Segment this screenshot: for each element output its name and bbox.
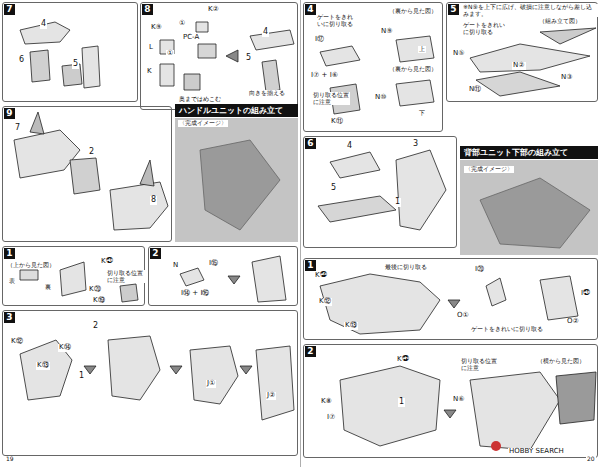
part-label: N⑪ — [468, 86, 482, 94]
step-panel: 9 — [2, 106, 172, 242]
step-panel: 7 — [2, 2, 138, 102]
part-label: I⑳ — [474, 266, 485, 274]
step-number: 2 — [150, 248, 161, 259]
callout-number: 8 — [150, 196, 157, 205]
step-panel: 6 — [303, 136, 457, 248]
part-label: 裏 — [44, 284, 52, 291]
part-label: I⑰ — [314, 36, 325, 44]
part-label: 切り取る位置に注意 — [460, 358, 500, 371]
part-label: O② — [566, 318, 580, 326]
part-label: N — [172, 262, 179, 270]
step-number: 3 — [4, 312, 15, 323]
part-label: N③ — [560, 74, 574, 82]
part-label: O① — [456, 312, 470, 320]
part-label: N⑨ — [380, 28, 394, 36]
part-label: 上 — [418, 46, 426, 53]
part-label: I⑦ — [326, 414, 336, 422]
section-title: 背部ユニット下部の組み立て — [464, 148, 568, 157]
section-header: ハンドルユニットの組み立て — [175, 104, 298, 117]
callout-number: 4 — [262, 28, 269, 37]
part-label: PC-A — [182, 34, 200, 42]
callout-number: 4 — [40, 20, 47, 29]
callout-number: 3 — [412, 140, 419, 149]
part-label: （裏から見た図） — [388, 66, 438, 73]
part-label: （上から見た図） — [6, 262, 56, 269]
part-label: K㉔ — [314, 272, 328, 280]
step-panel: 3 — [2, 310, 298, 456]
section-header: 背部ユニット下部の組み立て — [460, 146, 598, 159]
part-label: ゲートをきれいに切り取る — [316, 14, 358, 27]
callout-number: 4 — [346, 142, 353, 151]
part-label: K — [146, 68, 153, 76]
part-label: K⑭ — [58, 344, 72, 352]
part-label: 20 — [586, 456, 596, 463]
callout-number: 5 — [72, 60, 79, 69]
step-panel: 2 — [148, 246, 298, 306]
part-label: HOBBY SEARCH — [508, 448, 565, 456]
part-label: N⑥ — [452, 396, 466, 404]
part-label: K⑧ — [320, 398, 333, 406]
part-label: I㉑ — [580, 290, 591, 298]
step-number: 5 — [448, 4, 459, 15]
part-label: ① — [166, 50, 174, 58]
step-number: 1 — [305, 260, 316, 271]
callout-number: 1 — [394, 198, 401, 207]
part-label: （組み立て図） — [538, 18, 582, 25]
part-label: 〈完成イメージ〉 — [464, 166, 514, 173]
part-label: N⑩ — [374, 94, 388, 102]
step-number: 9 — [4, 108, 15, 119]
part-label: J② — [266, 392, 276, 400]
callout-number: 2 — [88, 148, 95, 157]
part-label: 切り取る位置に注意 — [106, 270, 146, 283]
part-label: 奥まではめこむ — [178, 96, 222, 103]
callout-number: 5 — [245, 54, 252, 63]
part-label: I⑭ + I⑯ — [180, 290, 210, 298]
part-label: K⑬ — [36, 362, 50, 370]
step-number: 8 — [142, 4, 153, 15]
part-label: ゲートをきれいに切り取る — [462, 22, 506, 35]
part-label: 下 — [418, 110, 426, 117]
part-label: L — [148, 44, 154, 52]
step-number: 7 — [4, 4, 15, 15]
part-label: （裏から見た図） — [388, 8, 438, 15]
part-label: N⑤ — [452, 50, 466, 58]
part-label: K⑨ — [150, 24, 163, 32]
callout-number: 1 — [78, 372, 85, 381]
callout-number: 2 — [92, 322, 99, 331]
callout-number: 6 — [18, 56, 25, 65]
part-label: K⑫ — [10, 338, 24, 346]
part-label: K⑲ — [92, 297, 106, 305]
part-label: 表 — [8, 278, 16, 285]
part-label: ① — [178, 20, 186, 28]
step-number: 2 — [305, 346, 316, 357]
part-label: K② — [207, 6, 220, 14]
callout-number: 7 — [14, 124, 21, 133]
part-label: 向きを揃える — [248, 90, 286, 97]
step-number: 6 — [305, 138, 316, 149]
part-label: I⑮ — [208, 260, 219, 268]
step-number: 1 — [4, 248, 15, 259]
part-label: N② — [512, 62, 526, 70]
part-label: ※N⑨を上下に広げ、破損に注意しながら差し込みます。 — [462, 4, 598, 17]
part-label: K㉓ — [396, 356, 410, 364]
part-label: 切り取る位置に注意 — [312, 92, 350, 105]
callout-number: 5 — [330, 184, 337, 193]
step-number: 4 — [305, 4, 316, 15]
part-label: I⑦ + I⑥ — [310, 72, 339, 80]
section-title: ハンドルユニットの組み立て — [179, 106, 283, 115]
part-label: K⑪ — [330, 118, 344, 126]
part-label: 19 — [5, 456, 15, 463]
part-label: K㉑ — [100, 258, 114, 266]
part-label: K⑫ — [318, 298, 332, 306]
part-label: （横から見た図） — [536, 358, 586, 365]
part-label: J① — [206, 380, 216, 388]
part-label: K⑳ — [88, 286, 102, 294]
part-label: 〈完成イメージ〉 — [178, 120, 228, 127]
part-label: K⑬ — [344, 322, 358, 330]
part-label: 最後に切り取る — [384, 264, 428, 271]
callout-number: 1 — [398, 398, 405, 407]
part-label: ゲートをきれいに切り取る — [470, 326, 544, 333]
